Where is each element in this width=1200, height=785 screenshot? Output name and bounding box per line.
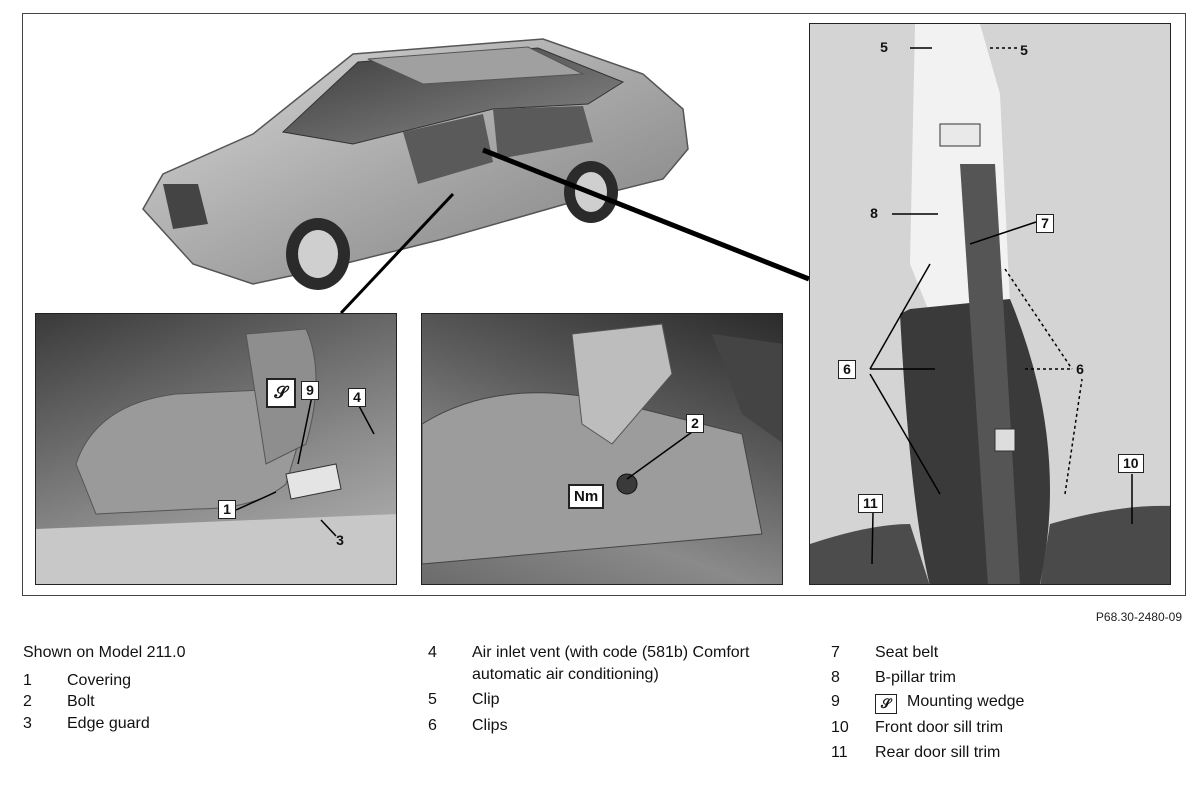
bolt-photo [422,323,782,565]
pillar-photo [810,24,1170,584]
tool-wedge-icon: 𝒮 [266,378,296,408]
callout-10: 10 [1118,454,1144,473]
pillar-panel: 5 5 8 7 6 6 11 10 [809,23,1171,585]
seat-panel: 𝒮 9 4 1 3 [35,313,397,585]
car-illustration [142,38,810,314]
legend-note: Shown on Model 211.0 [23,644,186,661]
callout-2: 2 [686,414,704,433]
callout-7: 7 [1036,214,1054,233]
callout-6-left: 6 [838,360,856,379]
callout-1: 1 [218,500,236,519]
tool-wedge-icon: 𝒮 [875,693,897,714]
callout-6-right: 6 [1076,361,1084,377]
torque-nm-badge: Nm [568,484,605,509]
callout-8: 8 [870,205,878,221]
callout-11: 11 [858,494,883,513]
callout-9: 9 [301,381,319,400]
callout-5-right: 5 [1020,42,1028,58]
callout-3: 3 [336,532,344,548]
callout-5-left: 5 [880,39,888,55]
figure-frame: 𝒮 9 4 1 3 2 Nm [22,13,1186,596]
bolt-panel: 2 Nm [421,313,783,585]
figure-reference-code: P68.30-2480-09 [1095,610,1182,624]
seat-photo [36,328,396,584]
callout-4: 4 [348,388,366,407]
